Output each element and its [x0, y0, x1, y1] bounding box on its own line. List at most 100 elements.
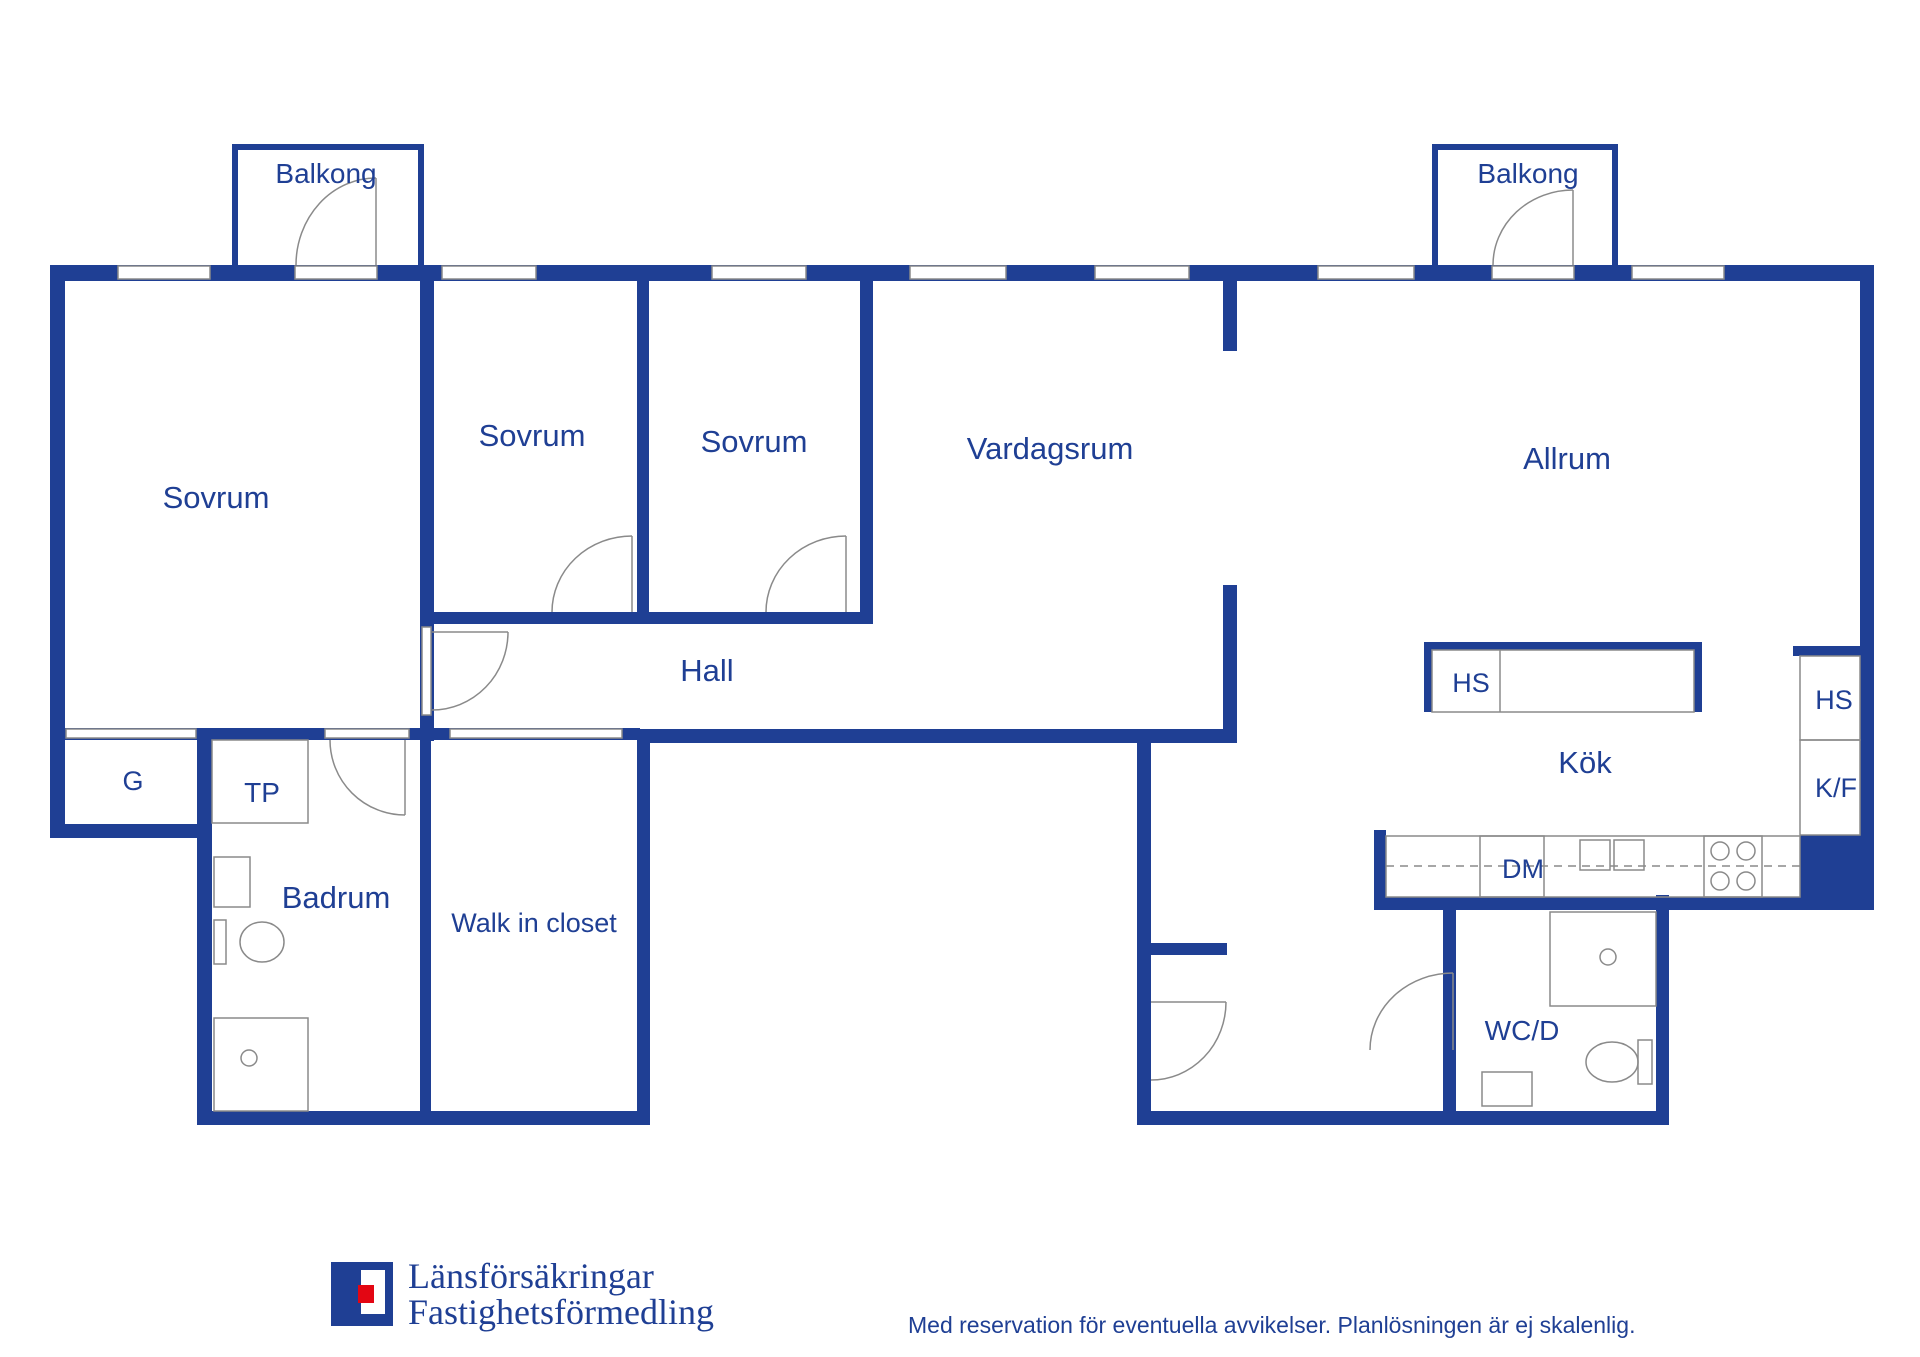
- walls: [50, 144, 1874, 1125]
- wall-bottom-right: [1137, 1111, 1669, 1125]
- wall-closet-right: [637, 735, 650, 1125]
- label-badrum: Badrum: [282, 880, 391, 915]
- wall-hs-top: [1793, 646, 1874, 656]
- island-left: [1424, 642, 1432, 712]
- island-counter: [1431, 649, 1695, 713]
- wall-wc-left: [1443, 905, 1456, 1125]
- wall-kitchen-fill: [1800, 835, 1874, 910]
- label-hs-wall: HS: [1815, 685, 1853, 715]
- window: [1491, 265, 1575, 280]
- wall-wc-right: [1656, 895, 1669, 1125]
- island-top: [1424, 642, 1702, 650]
- wall-bedrooms-bottom: [420, 612, 873, 624]
- door-swing: [431, 631, 509, 711]
- logo-mark-blue-inner: [345, 1270, 361, 1314]
- door-swing: [1492, 189, 1574, 266]
- label-walk-in-closet: Walk in closet: [451, 908, 617, 938]
- label-wc-d: WC/D: [1485, 1015, 1560, 1046]
- wall-g-right: [197, 735, 208, 838]
- balkong-left-frame-l: [232, 144, 238, 274]
- dishwasher-icon: [1479, 835, 1545, 898]
- shower-icon: [213, 1017, 309, 1112]
- door-swing: [765, 535, 847, 613]
- balkong-right-frame-l: [1432, 144, 1438, 274]
- wall-vardag-stub-top: [1223, 281, 1237, 351]
- windows: [65, 265, 1725, 739]
- label-sovrum-small: Sovrum: [701, 424, 808, 459]
- burner-icon: [1736, 841, 1756, 861]
- wall-kitchen-bottom: [1374, 897, 1874, 910]
- wall-sov2-right: [637, 281, 649, 622]
- label-sovrum-mid: Sovrum: [479, 418, 586, 453]
- window: [294, 265, 378, 280]
- door-swing: [295, 177, 377, 266]
- balkong-left-frame-t: [232, 144, 424, 150]
- window: [1317, 265, 1415, 280]
- wall-entry-stub: [1151, 943, 1227, 955]
- toilet-tank: [213, 919, 227, 965]
- wc-toilet-tank: [1637, 1039, 1653, 1085]
- window: [711, 265, 807, 280]
- label-g: G: [122, 766, 143, 796]
- burner-icon: [1736, 871, 1756, 891]
- wall-right: [1860, 265, 1874, 910]
- window: [65, 728, 197, 739]
- burner-icon: [1710, 841, 1730, 861]
- openings: [1222, 351, 1238, 585]
- kf-cabinet: [1799, 739, 1861, 836]
- company-logo: Länsförsäkringar Fastighetsförmedling: [331, 1256, 714, 1332]
- wall-kitchen-counter-left: [1374, 830, 1386, 910]
- wall-sov1-right: [420, 281, 434, 741]
- window: [421, 626, 432, 716]
- tp-cabinet: [211, 739, 309, 824]
- sink-icon: [213, 856, 251, 908]
- wc-shower-icon: [1549, 911, 1657, 1007]
- label-balkong-left: Balkong: [275, 158, 376, 189]
- kitchen-sink-icon: [1613, 839, 1645, 871]
- label-hall: Hall: [680, 653, 733, 688]
- label-kf: K/F: [1815, 773, 1857, 803]
- wall-sov3-right: [860, 281, 873, 622]
- door-swing: [551, 535, 633, 613]
- toilet-icon: [239, 921, 285, 963]
- drain-icon: [240, 1049, 258, 1067]
- window: [1631, 265, 1725, 280]
- balkong-right-frame-t: [1432, 144, 1618, 150]
- room-labels: Balkong Balkong Sovrum Sovrum Sovrum Var…: [122, 158, 1857, 1046]
- door-swing: [1369, 972, 1454, 1051]
- fixtures: [211, 649, 1861, 1112]
- window: [1094, 265, 1190, 280]
- label-balkong-right: Balkong: [1477, 158, 1578, 189]
- kitchen-sink-icon: [1579, 839, 1611, 871]
- opening-vardag-allrum: [1222, 351, 1238, 585]
- wall-badrum-right: [420, 735, 431, 1125]
- label-dm: DM: [1502, 854, 1544, 884]
- logo-mark-red: [358, 1285, 374, 1303]
- burner-icon: [1710, 871, 1730, 891]
- label-tp: TP: [244, 777, 280, 808]
- wall-hall-bottom: [637, 729, 1237, 743]
- window: [441, 265, 537, 280]
- island-right: [1694, 642, 1702, 712]
- label-kok: Kök: [1558, 745, 1612, 780]
- logo-line1: Länsförsäkringar: [408, 1256, 654, 1296]
- label-vardagsrum: Vardagsrum: [967, 431, 1134, 466]
- window: [117, 265, 211, 280]
- disclaimer-text: Med reservation för eventuella avvikelse…: [908, 1312, 1635, 1338]
- door-swing: [1150, 1001, 1227, 1081]
- wall-entry-top: [1137, 729, 1151, 1125]
- stove-icon: [1703, 835, 1763, 898]
- window: [449, 728, 623, 739]
- wall-left: [50, 265, 65, 838]
- window: [909, 265, 1007, 280]
- wc-sink-icon: [1481, 1071, 1533, 1107]
- wall-g-bottom: [50, 824, 208, 838]
- door-swing: [329, 739, 406, 816]
- window: [324, 728, 410, 739]
- balkong-left-frame-r: [418, 144, 424, 274]
- wc-toilet-icon: [1585, 1041, 1639, 1083]
- drain-icon: [1599, 948, 1617, 966]
- logo-line2: Fastighetsförmedling: [408, 1292, 714, 1332]
- balkong-right-frame-r: [1612, 144, 1618, 274]
